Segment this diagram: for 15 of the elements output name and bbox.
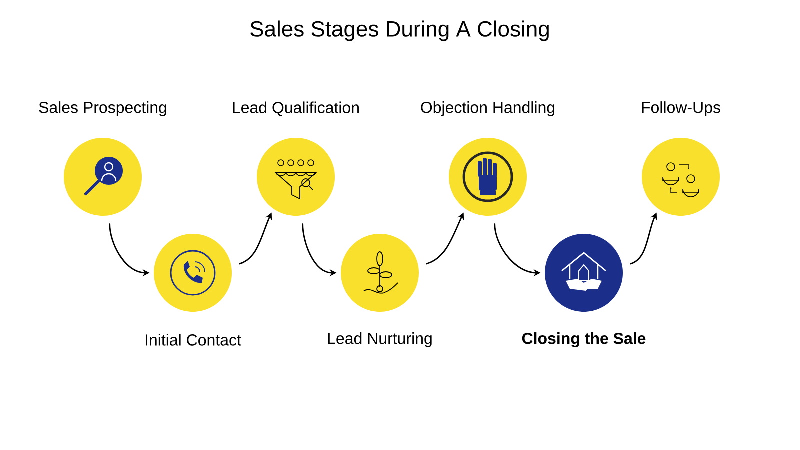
stage-circle [642,102,720,216]
stage-label: Follow-Ups [642,102,720,116]
stage-circle [421,102,555,216]
stage-label: Sales Prospecting [39,102,166,116]
stage-label: Closing the Sale [522,332,646,348]
stage-label: Lead Qualification [233,102,359,116]
stage-circle [233,102,359,216]
stage-label: Lead Nurturing [328,332,432,348]
title: Sales Stages During A Closing [250,20,549,42]
stage-label: Initial Contact [146,334,242,346]
stage-circle [522,234,646,348]
stage-circle [146,234,242,346]
stage-circle [39,102,166,216]
stage-circle [328,234,432,348]
stage-label: Objection Handling [421,102,555,116]
